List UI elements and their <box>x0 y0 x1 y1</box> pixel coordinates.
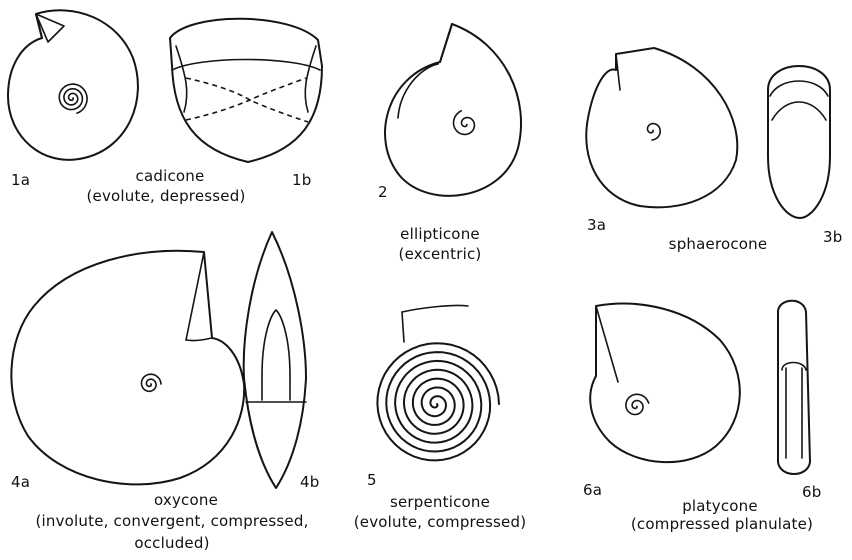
platycone-side-view <box>590 304 740 463</box>
figure-label-6b: 6b <box>802 484 821 501</box>
caption-cadicone-desc: (evolute, depressed) <box>86 188 245 205</box>
oxycone-front-view <box>244 232 306 488</box>
caption-oxycone-desc-line1: (involute, convergent, compressed, <box>35 513 308 530</box>
sphaerocone-front-view <box>768 66 830 218</box>
caption-platycone-name: platycone <box>682 498 758 515</box>
figure-label-2: 2 <box>378 184 388 201</box>
ellipticone-side-view <box>385 24 521 196</box>
caption-cadicone-name: cadicone <box>136 168 205 185</box>
oxycone-side-view <box>11 251 244 485</box>
figure-label-3a: 3a <box>587 217 606 234</box>
caption-oxycone-desc-line2: occluded) <box>134 535 209 552</box>
figure-label-4a: 4a <box>11 474 30 491</box>
caption-oxycone-name: oxycone <box>154 492 218 509</box>
figure-label-5: 5 <box>367 472 377 489</box>
figure-label-1a: 1a <box>11 172 30 189</box>
figure-label-6a: 6a <box>583 482 602 499</box>
figure-label-4b: 4b <box>300 474 319 491</box>
caption-sphaerocone-name: sphaerocone <box>669 236 768 253</box>
caption-ellipticone-desc: (excentric) <box>399 246 482 263</box>
caption-platycone-desc: (compressed planulate) <box>631 516 813 533</box>
caption-serpenticone-name: serpenticone <box>390 494 490 511</box>
cadicone-front-view <box>170 19 322 162</box>
serpenticone-side-view <box>377 305 499 460</box>
figure-label-1b: 1b <box>292 172 311 189</box>
caption-serpenticone-desc: (evolute, compressed) <box>354 514 527 531</box>
sphaerocone-side-view <box>586 48 737 207</box>
caption-ellipticone-name: ellipticone <box>400 226 480 243</box>
cadicone-side-view <box>8 10 138 160</box>
figure-label-3b: 3b <box>823 229 842 246</box>
platycone-front-view <box>778 301 810 474</box>
